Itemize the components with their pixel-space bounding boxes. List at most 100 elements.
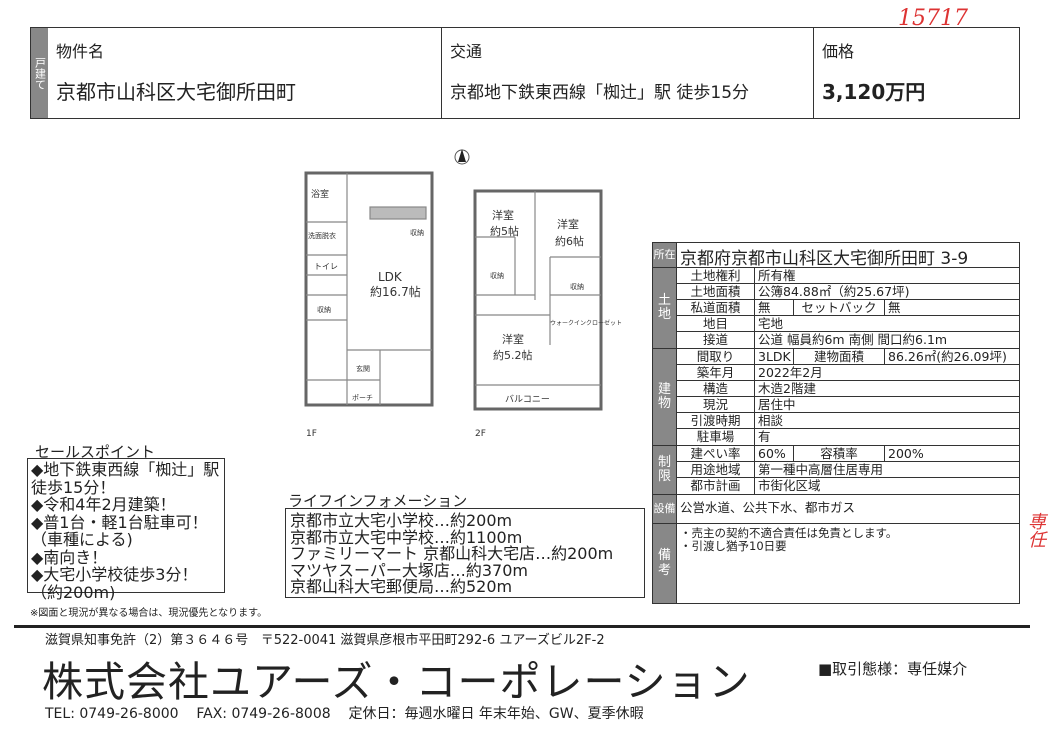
type-label: 戸建て bbox=[31, 28, 48, 118]
transaction-type: ■取引態様：専任媒介 bbox=[818, 660, 968, 678]
life-info-item: ファミリーマート 京都山科大宅店…約200m bbox=[290, 544, 614, 563]
room-label: LDK bbox=[378, 270, 403, 284]
room-label: 洗面脱衣 bbox=[308, 231, 336, 240]
room-label: 玄関 bbox=[356, 364, 370, 373]
life-info-item: 京都市立大宅中学校…約1100m bbox=[290, 527, 523, 547]
life-info-title: ライフインフォメーション bbox=[288, 492, 468, 510]
field-value: 3LDK bbox=[755, 349, 794, 364]
room-label: ポーチ bbox=[352, 394, 373, 402]
field-label: 引渡時期 bbox=[677, 413, 755, 428]
field-value: 無 bbox=[888, 300, 901, 315]
room-label: バルコニー bbox=[505, 394, 550, 405]
field-label: 地目 bbox=[677, 316, 755, 331]
tel: TEL: 0749-26-8000 bbox=[45, 706, 179, 722]
field-value: 木造2階建 bbox=[758, 381, 816, 396]
field-value: 市街化区域 bbox=[758, 478, 821, 493]
land-row: 土地権利所有権 bbox=[677, 268, 1019, 284]
room-label: ウォークインクローゼット bbox=[550, 319, 622, 327]
room-label: 収納 bbox=[490, 271, 504, 280]
land-row: 私道面積無セットバック無 bbox=[677, 300, 1019, 316]
room-label: 浴室 bbox=[311, 188, 329, 200]
disclaimer-note: ※図面と現況が異なる場合は、現況優先となります。 bbox=[30, 608, 268, 619]
restriction-row: 用途地域第一種中高層住居専用 bbox=[677, 462, 1019, 478]
field-label: 築年月 bbox=[677, 365, 755, 380]
room-label: 約6帖 bbox=[555, 234, 584, 248]
access-label: 交通 bbox=[450, 42, 483, 61]
field-value: 相談 bbox=[758, 413, 784, 428]
name-cell: 物件名 京都市山科区大宅御所田町 bbox=[48, 28, 441, 118]
building-row: 現況居住中 bbox=[677, 397, 1019, 413]
price-value: 3,120万円 bbox=[822, 80, 926, 104]
access-value: 京都地下鉄東西線「椥辻」駅 徒歩15分 bbox=[450, 83, 750, 103]
building-label: 建物 bbox=[653, 349, 677, 445]
footer-contact-line: TEL: 0749-26-8000 FAX: 0749-26-8008 定休日：… bbox=[45, 703, 644, 723]
license: 滋賀県知事免許（2）第３６４６号 bbox=[45, 633, 249, 648]
room-label: 洋室 bbox=[502, 332, 524, 346]
location-label: 所在 bbox=[653, 243, 677, 267]
field-label: セットバック bbox=[794, 300, 885, 315]
field-label: 接道 bbox=[677, 332, 755, 348]
location-value: 京都府京都市山科区大宅御所田町 3-9 bbox=[680, 249, 969, 269]
header-table: 戸建て 物件名 京都市山科区大宅御所田町 交通 京都地下鉄東西線「椥辻」駅 徒歩… bbox=[30, 27, 1020, 119]
sales-point-item: ◆大宅小学校徒歩3分！（約200m) bbox=[31, 565, 198, 602]
price-label: 価格 bbox=[822, 42, 855, 61]
field-label: 私道面積 bbox=[677, 300, 755, 315]
field-label: 土地権利 bbox=[677, 268, 755, 283]
field-label: 建ぺい率 bbox=[677, 446, 755, 461]
floor-2-label: 2F bbox=[475, 429, 486, 439]
room-label: トイレ bbox=[314, 262, 338, 271]
building-row: 駐車場有 bbox=[677, 429, 1019, 445]
land-row: 接道公道 幅員約6m 南側 間口約6.1m bbox=[677, 332, 1019, 348]
footer-license-line: 滋賀県知事免許（2）第３６４６号 〒522-0041 滋賀県彦根市平田町292-… bbox=[45, 629, 605, 648]
sales-points-title: セールスポイント bbox=[35, 443, 156, 461]
price-cell: 価格 3,120万円 bbox=[813, 28, 1019, 118]
room-label: 約5.2帖 bbox=[493, 348, 533, 362]
restriction-label: 制限 bbox=[653, 446, 677, 494]
room-label: 収納 bbox=[410, 228, 424, 237]
name-label: 物件名 bbox=[56, 42, 105, 61]
field-label: 駐車場 bbox=[677, 429, 755, 445]
building-row: 構造木造2階建 bbox=[677, 381, 1019, 397]
footer-divider bbox=[14, 625, 1030, 628]
field-label: 構造 bbox=[677, 381, 755, 396]
room-label: 洋室 bbox=[557, 217, 579, 231]
field-label: 容積率 bbox=[794, 446, 885, 461]
sales-point-item: ◆南向き！ bbox=[31, 547, 108, 567]
property-name: 京都市山科区大宅御所田町 bbox=[56, 80, 296, 104]
field-value: 宅地 bbox=[758, 316, 784, 331]
field-value: 第一種中高層住居専用 bbox=[758, 462, 884, 477]
room-label: 収納 bbox=[570, 282, 584, 291]
room-label: 洋室 bbox=[492, 208, 514, 222]
life-info-item: 京都市立大宅小学校…約200m bbox=[290, 511, 513, 530]
field-label: 間取り bbox=[677, 349, 755, 364]
field-value: 居住中 bbox=[758, 397, 796, 412]
field-value: 200% bbox=[888, 446, 924, 461]
land-label: 土地 bbox=[653, 268, 677, 348]
field-label: 用途地域 bbox=[677, 462, 755, 477]
fax: FAX: 0749-26-8008 bbox=[196, 706, 331, 722]
field-value: 60% bbox=[755, 446, 794, 461]
field-value: 所有権 bbox=[758, 268, 796, 283]
handwritten-stamp: 専任 bbox=[1025, 512, 1046, 548]
land-row: 土地面積公簿84.88㎡（約25.67坪) bbox=[677, 284, 1019, 300]
facilities-label: 設備 bbox=[653, 495, 677, 523]
life-info-item: 京都山科大宅郵便局…約520m bbox=[290, 577, 513, 596]
room-label: 収納 bbox=[317, 305, 331, 314]
remarks-label: 備考 bbox=[653, 524, 677, 603]
field-label: 建物面積 bbox=[794, 349, 885, 364]
holiday: 定休日：毎週水曜日 年末年始、GW、夏季休暇 bbox=[348, 706, 644, 722]
remark-line: ・引渡し猶予10日要 bbox=[680, 539, 787, 553]
field-value: 2022年2月 bbox=[758, 365, 823, 380]
field-value: 有 bbox=[758, 429, 771, 444]
floor-plan: 浴室 洗面脱衣 トイレ 収納 収納 LDK 約16.7帖 玄関 ポーチ 洋室 約… bbox=[304, 149, 622, 439]
handwritten-number: 15717 bbox=[898, 6, 968, 31]
remark-line: ・売主の契約不適合責任は免責とします。 bbox=[680, 526, 898, 540]
field-value: 公道 幅員約6m 南側 間口約6.1m bbox=[758, 332, 948, 347]
field-label: 現況 bbox=[677, 397, 755, 412]
floor-1-label: 1F bbox=[306, 429, 317, 439]
sales-point-item: ◆令和4年2月建築！ bbox=[31, 495, 176, 514]
field-value: 86.26㎡(約26.09坪) bbox=[888, 349, 1007, 364]
